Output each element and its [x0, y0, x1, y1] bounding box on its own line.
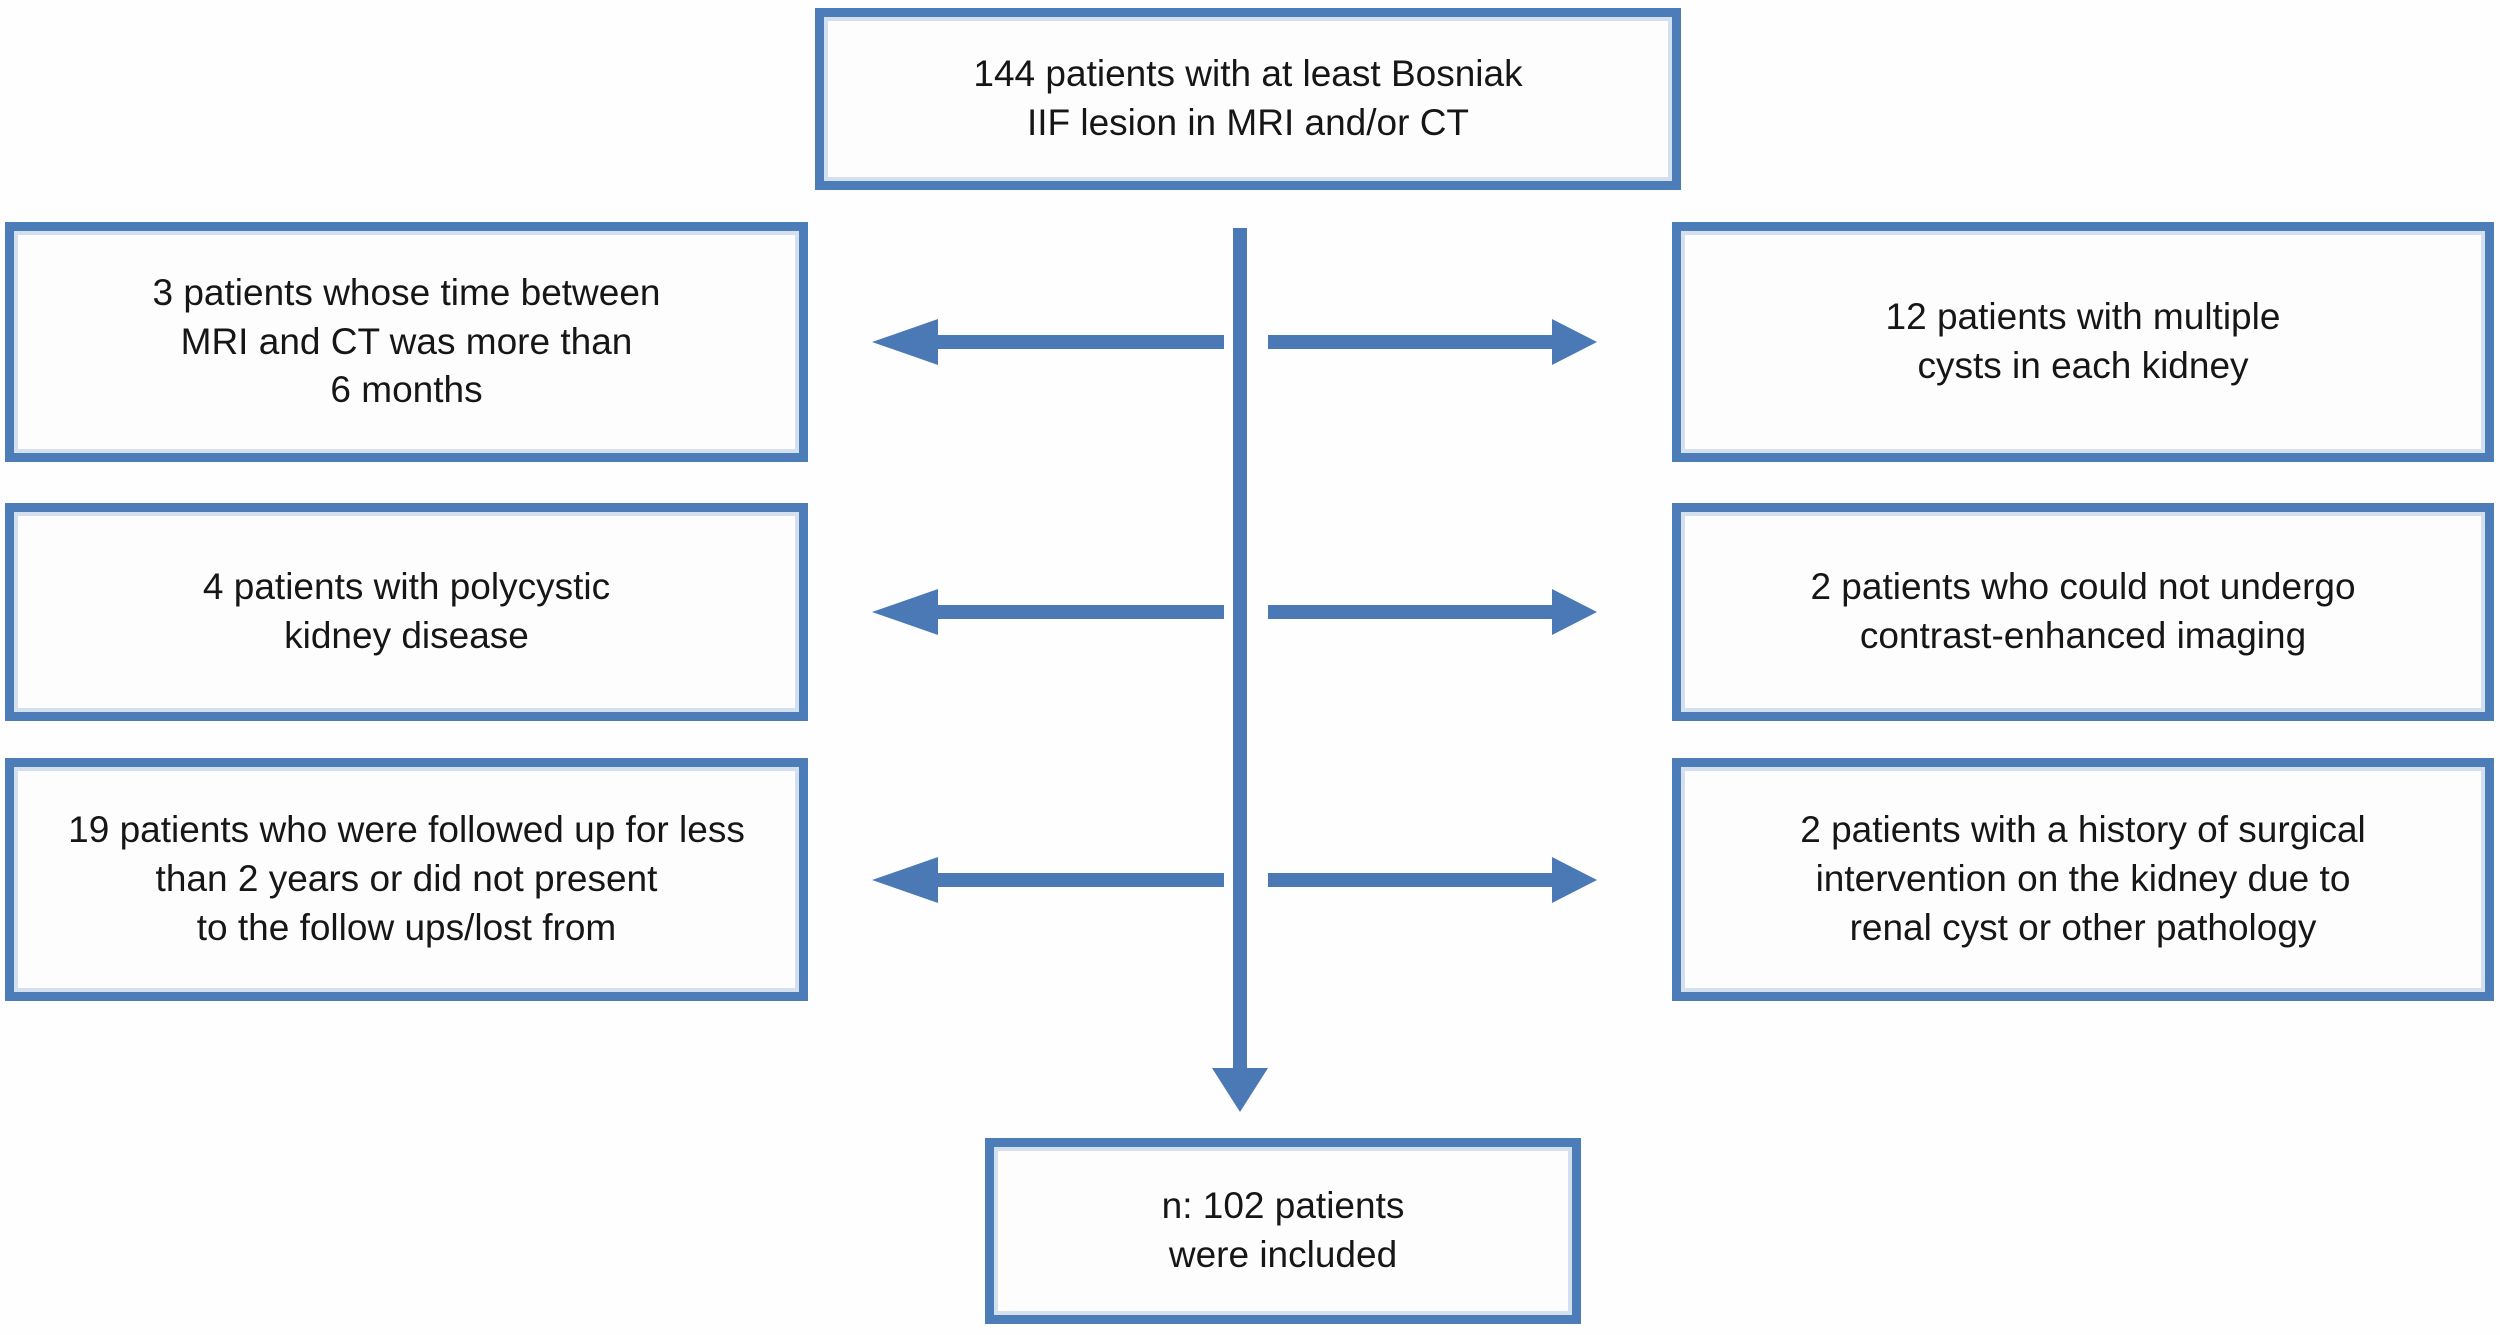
node-excluded-polycystic: 4 patients with polycystic kidney diseas…	[5, 503, 808, 721]
node-initial-patients: 144 patients with at least Bosniak IIF l…	[815, 8, 1681, 190]
arrow-left-row1	[872, 319, 1224, 365]
arrow-left-row3	[872, 857, 1224, 903]
arrow-right-row2	[1268, 589, 1597, 635]
arrow-right-row3	[1268, 857, 1597, 903]
node-excluded-followup-text: 19 patients who were followed up for les…	[68, 809, 745, 948]
node-included-patients: n: 102 patients were included	[985, 1138, 1581, 1324]
node-excluded-mri-ct-interval-text: 3 patients whose time between MRI and CT…	[152, 271, 661, 411]
node-excluded-no-contrast: 2 patients who could not undergo contras…	[1672, 503, 2494, 721]
node-excluded-prior-surgery: 2 patients with a history of surgical in…	[1672, 758, 2494, 1001]
node-excluded-multiple-cysts: 12 patients with multiple cysts in each …	[1672, 222, 2494, 462]
node-excluded-no-contrast-text: 2 patients who could not undergo contras…	[1810, 566, 2356, 656]
arrow-down-main	[1212, 228, 1268, 1112]
node-excluded-mri-ct-interval: 3 patients whose time between MRI and CT…	[5, 222, 808, 462]
node-excluded-multiple-cysts-text: 12 patients with multiple cysts in each …	[1885, 296, 2281, 386]
node-excluded-prior-surgery-text: 2 patients with a history of surgical in…	[1800, 809, 2366, 948]
node-included-patients-text: n: 102 patients were included	[1161, 1185, 1405, 1275]
node-excluded-polycystic-text: 4 patients with polycystic kidney diseas…	[202, 566, 611, 656]
node-initial-patients-text: 144 patients with at least Bosniak IIF l…	[973, 53, 1523, 143]
arrow-left-row2	[872, 589, 1224, 635]
arrow-right-row1	[1268, 319, 1597, 365]
node-excluded-followup: 19 patients who were followed up for les…	[5, 758, 808, 1001]
